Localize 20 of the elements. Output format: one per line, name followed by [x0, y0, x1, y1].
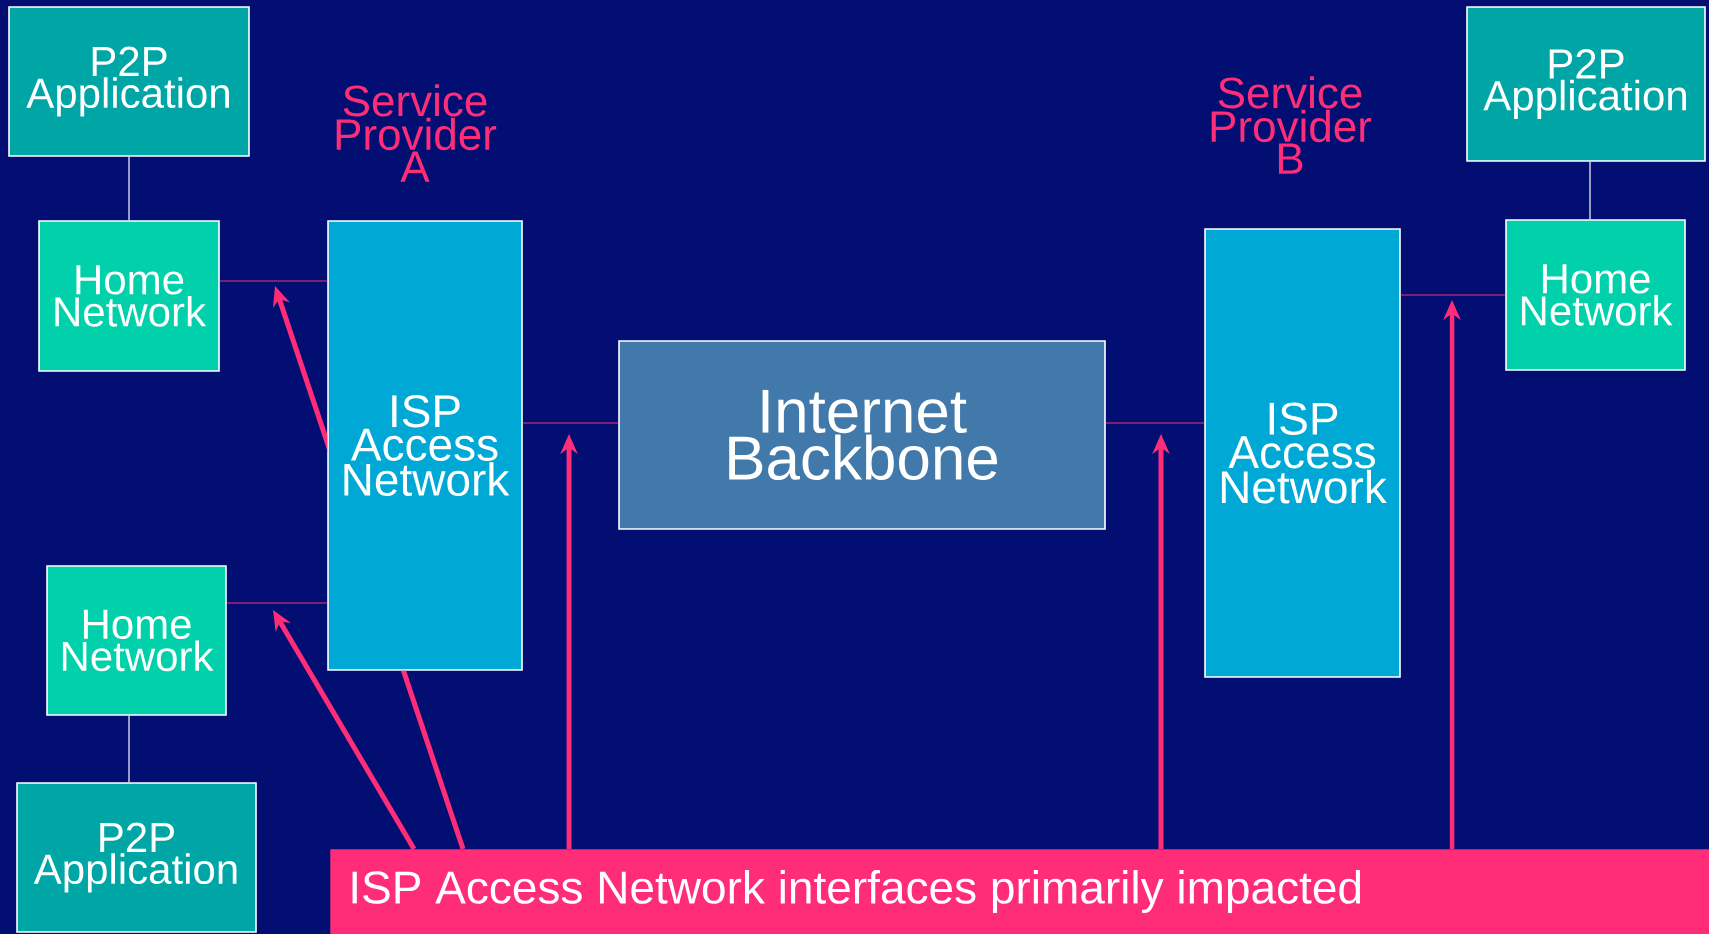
home-network-box: Home Network [38, 220, 220, 372]
application-box: P2P Application [16, 782, 257, 933]
provider-heading: Service Provider A [336, 84, 497, 182]
backbone-box: Internet Backbone [618, 340, 1106, 530]
banner: ISP Access Network interfaces primarily impacted [330, 849, 1709, 934]
connector-line [128, 715, 130, 783]
connector-line [1400, 294, 1506, 296]
application-box: P2P Application [8, 6, 250, 157]
connector-line [1589, 161, 1591, 220]
connector-line [128, 156, 130, 221]
home-network-box: Home Network [1505, 219, 1686, 371]
access-network-box: ISP Access Network [327, 220, 523, 671]
application-box: P2P Application [1466, 6, 1706, 162]
connector-line [219, 280, 328, 282]
connector-line [1105, 422, 1205, 424]
home-network-box: Home Network [46, 565, 227, 716]
access-network-box: ISP Access Network [1204, 228, 1401, 678]
connector-line [226, 602, 328, 604]
connector-line [522, 422, 619, 424]
provider-heading: Service Provider B [1211, 76, 1372, 174]
